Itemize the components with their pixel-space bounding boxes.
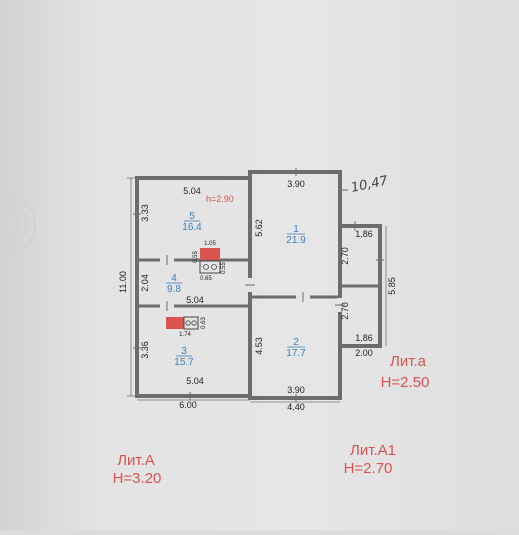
stove-fixture [199, 248, 221, 274]
room2-width: 3.90 [287, 385, 305, 395]
annex-mid: 1.86 [355, 333, 373, 343]
boiler-fixture [166, 316, 199, 330]
room4-top: 5.04 [186, 295, 204, 305]
room2-height: 4.53 [254, 337, 264, 355]
room5-number: 5 [189, 211, 195, 222]
stove-hob [199, 260, 221, 274]
west-total: 6.00 [179, 400, 197, 410]
annex-lower-h: 2.70 [340, 302, 350, 320]
room5-height: 3.33 [140, 204, 150, 222]
dimension-lines [127, 177, 387, 403]
room4-number: 4 [171, 273, 177, 284]
lit-a-small-name: Лит.а [390, 353, 427, 370]
stove-bottom-dim: 0.65 [200, 276, 212, 282]
overall-height: 11.00 [118, 271, 128, 293]
room5-width: 5.04 [183, 186, 201, 196]
room1-width: 3.90 [287, 179, 305, 189]
boiler-burner [183, 316, 199, 330]
room4-height: 2.04 [140, 274, 150, 292]
lit-A-height: H=3.20 [113, 470, 162, 487]
stove-side-dim: 0.55 [193, 251, 199, 263]
room1-height: 5.62 [254, 219, 264, 237]
stove-top-dim: 1.05 [204, 241, 216, 247]
annex-top: 1.86 [355, 229, 373, 239]
room2-number: 2 [293, 337, 299, 348]
annex-total-h: 5.85 [387, 277, 397, 295]
windows [133, 168, 384, 402]
room2-area: 17.7 [286, 348, 306, 359]
boiler-bottom-dim: 1.74 [179, 332, 191, 338]
room1-number: 1 [293, 224, 299, 235]
room4-area: 9.8 [167, 284, 181, 295]
room3-area: 15.7 [174, 357, 194, 368]
door-ticks [166, 221, 356, 311]
room5-area: 16.4 [182, 222, 202, 233]
paper-ring-marks [0, 194, 36, 256]
annex-upper-h: 2.70 [340, 247, 350, 265]
room3-height: 3.36 [140, 341, 150, 359]
boiler-side-dim: 0.63 [201, 317, 207, 329]
lit-A1-name: Лит.А1 [350, 442, 396, 459]
room3-number: 3 [181, 346, 187, 357]
handwritten-total: 10,47 [350, 173, 390, 196]
stove-body [200, 248, 220, 260]
lit-A-name: Лит.А [117, 452, 155, 469]
partitions [137, 258, 380, 308]
room3-bottom: 5.04 [186, 376, 204, 386]
ceiling-height-label: h=2.90 [206, 194, 234, 204]
boiler-body [166, 317, 184, 329]
lit-a-small-height: H=2.50 [381, 374, 430, 391]
annex-bottom: 2.00 [355, 348, 373, 358]
room1-area: 21.9 [286, 235, 306, 246]
wall-lit-A1 [248, 170, 342, 400]
stove-side2-dim: 0.55 [221, 262, 227, 274]
lit-A1-height: H=2.70 [344, 460, 393, 477]
east-total: 4.40 [287, 402, 305, 412]
